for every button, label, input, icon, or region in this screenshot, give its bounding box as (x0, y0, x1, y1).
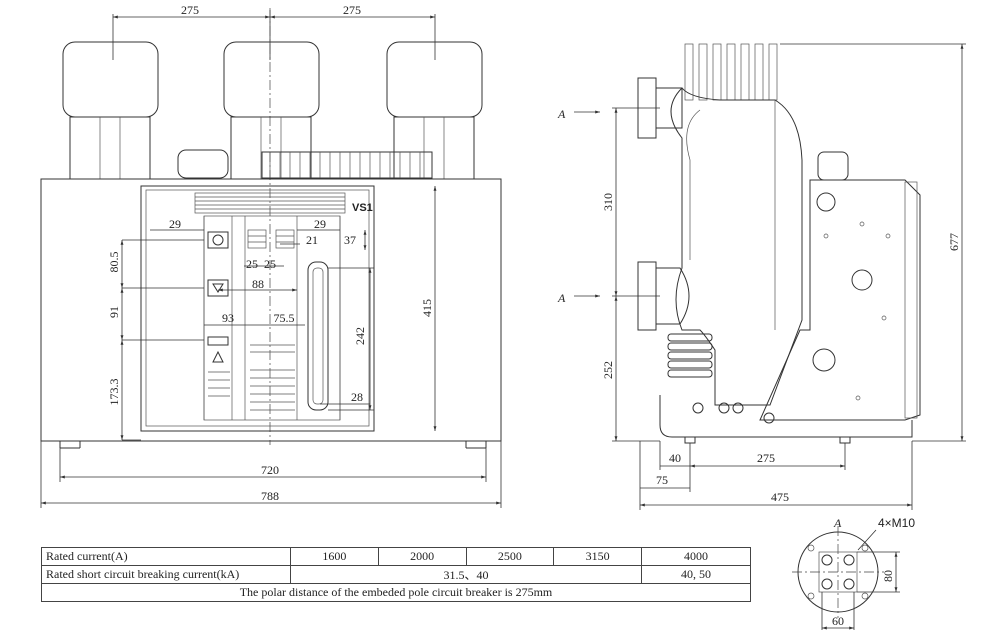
dim-75: 75 (656, 473, 668, 487)
rated-current-value: 4000 (641, 547, 751, 566)
dim-720: 720 (261, 463, 279, 477)
table-row-rated-current: Rated current(A) 1600 2000 2500 3150 400… (41, 547, 751, 566)
rated-current-value: 3150 (553, 547, 642, 566)
dim-80-5: 80.5 (107, 252, 121, 273)
brand-label: VS1 (352, 202, 373, 214)
table-note: The polar distance of the embeded pole c… (41, 583, 751, 602)
breaking-current-value-b: 40, 50 (641, 565, 751, 584)
section-marker-top: A (557, 107, 566, 121)
dim-788: 788 (261, 489, 279, 503)
rated-current-label: Rated current(A) (41, 547, 291, 566)
dim-40: 40 (669, 451, 681, 465)
bolt-label: 4×M10 (878, 516, 915, 530)
dim-475: 475 (771, 490, 789, 504)
dim-93: 93 (222, 311, 234, 325)
dim-415: 415 (420, 299, 434, 317)
dim-60: 60 (832, 614, 844, 628)
dim-173-3: 173.3 (107, 379, 121, 406)
detail-view-a: A 4×M10 80 60 (792, 516, 915, 630)
table-row-breaking-current: Rated short circuit breaking current(kA)… (41, 565, 751, 584)
rated-current-value: 1600 (290, 547, 379, 566)
dim-80: 80 (881, 570, 895, 582)
dim-242: 242 (353, 327, 367, 345)
dim-275-side: 275 (757, 451, 775, 465)
front-view: 275 275 (40, 3, 502, 508)
rated-current-value: 2000 (377, 547, 467, 566)
breaking-current-value-a: 31.5、40 (290, 565, 642, 584)
dim-310: 310 (601, 193, 615, 211)
insulator-middle (223, 41, 320, 180)
dim-25-a: 25 (246, 257, 258, 271)
dim-91: 91 (107, 306, 121, 318)
section-marker-bottom: A (557, 291, 566, 305)
detail-title: A (833, 516, 842, 530)
insulator-right (386, 41, 483, 180)
dim-29-left: 29 (169, 217, 181, 231)
side-view: A A (557, 43, 966, 510)
table-row-note: The polar distance of the embeded pole c… (41, 583, 751, 602)
dim-252: 252 (601, 361, 615, 379)
spec-table: Rated current(A) 1600 2000 2500 3150 400… (41, 547, 751, 602)
insulator-left (62, 41, 159, 180)
dim-28: 28 (351, 390, 363, 404)
dim-37: 37 (344, 233, 356, 247)
dim-21: 21 (306, 233, 318, 247)
dim-88: 88 (252, 277, 264, 291)
rated-current-value: 2500 (465, 547, 555, 566)
breaking-current-label: Rated short circuit breaking current(kA) (41, 565, 291, 584)
dim-25-b: 25 (264, 257, 276, 271)
dim-677: 677 (947, 233, 961, 251)
dim-top-pitch-left: 275 (181, 3, 199, 17)
dim-top-pitch-right: 275 (343, 3, 361, 17)
dim-75-5: 75.5 (274, 311, 295, 325)
dim-29-right: 29 (314, 217, 326, 231)
